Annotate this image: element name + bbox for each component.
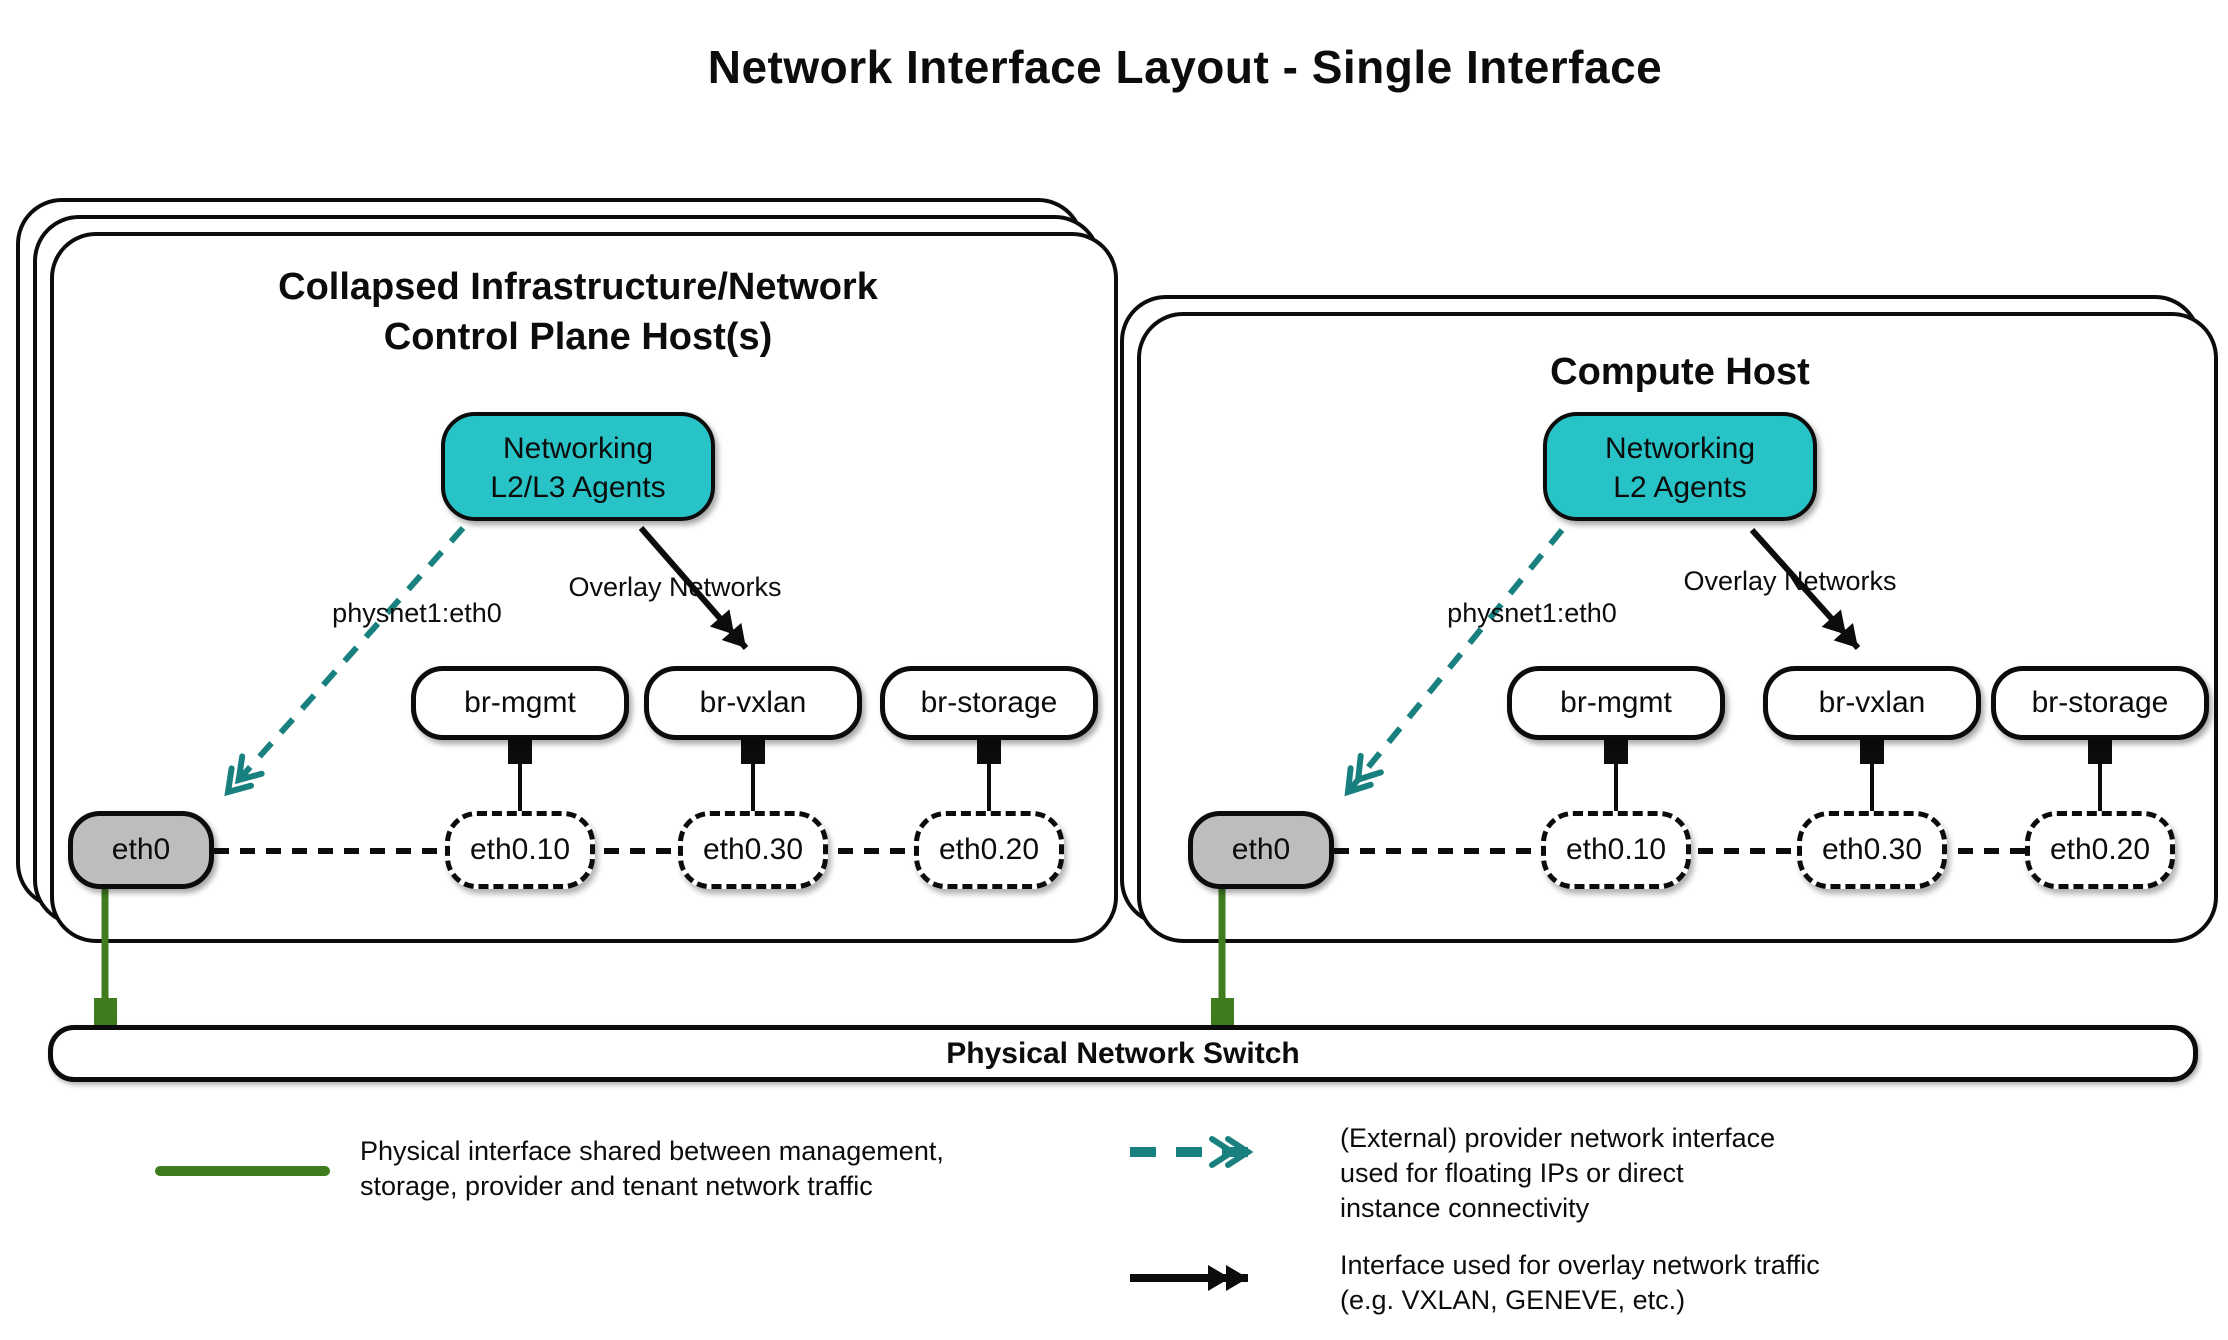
provider-arrow-right	[1344, 528, 1565, 797]
networking-agents-node-right: Networking L2 Agents	[1543, 412, 1817, 521]
legend-entry-physical-interface: Physical interface shared between manage…	[360, 1134, 944, 1204]
legend-line: Physical interface shared between manage…	[360, 1136, 944, 1166]
control-plane-host-title: Collapsed Infrastructure/Network Control…	[278, 262, 878, 362]
networking-agents-node-left: Networking L2/L3 Agents	[441, 412, 715, 521]
physical-network-switch-bar: Physical Network Switch	[48, 1025, 2198, 1082]
vlan-node-eth0-20-right: eth0.20	[2025, 811, 2175, 889]
phys-if-node-eth0-left: eth0	[68, 811, 214, 889]
compute-host-title-line1: Compute Host	[1550, 351, 1810, 393]
physical-link-right	[1211, 889, 1234, 1028]
vlan-node-eth0-10-right: eth0.10	[1541, 811, 1691, 889]
physical-network-switch-label: Physical Network Switch	[946, 1036, 1300, 1070]
agent-label-line2: L2 Agents	[1613, 471, 1747, 504]
phys-if-node-eth0-right: eth0	[1188, 811, 1334, 889]
legend-line: used for floating IPs or direct	[1340, 1158, 1684, 1188]
physical-link-left	[94, 889, 117, 1028]
legend-line: Interface used for overlay network traff…	[1340, 1250, 1820, 1280]
provider-arrow-label-left: physnet1:eth0	[332, 598, 502, 628]
vlan-node-eth0-30-left: eth0.30	[678, 811, 828, 889]
legend-line: storage, provider and tenant network tra…	[360, 1171, 873, 1201]
overlay-arrow-label-left: Overlay Networks	[568, 572, 782, 602]
control-plane-host-title-line2: Control Plane Host(s)	[383, 316, 773, 358]
agent-label-line2: L2/L3 Agents	[490, 471, 666, 504]
overlay-arrow-label-right: Overlay Networks	[1683, 566, 1897, 596]
bridge-vlan-connectors-left	[508, 740, 1001, 814]
legend-line: (e.g. VXLAN, GENEVE, etc.)	[1340, 1285, 1686, 1315]
bridge-vlan-connectors-right	[1604, 740, 2112, 814]
compute-host-title: Compute Host	[1550, 347, 1810, 397]
vlan-node-eth0-10-left: eth0.10	[445, 811, 595, 889]
legend-entry-provider-interface: (External) provider network interface us…	[1340, 1121, 1775, 1226]
legend-line: instance connectivity	[1340, 1193, 1590, 1223]
agent-label-line1: Networking	[502, 432, 654, 465]
bridge-node-br-mgmt-right: br-mgmt	[1507, 666, 1725, 740]
control-plane-host-title-line1: Collapsed Infrastructure/Network	[278, 266, 878, 308]
agent-label-line1: Networking	[1604, 432, 1756, 465]
bridge-node-br-vxlan-right: br-vxlan	[1763, 666, 1981, 740]
provider-arrow-left	[224, 526, 466, 797]
bridge-node-br-storage-left: br-storage	[880, 666, 1098, 740]
legend-entry-overlay-interface: Interface used for overlay network traff…	[1340, 1248, 1820, 1318]
legend-line: (External) provider network interface	[1340, 1123, 1776, 1153]
provider-arrow-label-right: physnet1:eth0	[1447, 598, 1617, 628]
bridge-node-br-mgmt-left: br-mgmt	[411, 666, 629, 740]
bridge-node-br-vxlan-left: br-vxlan	[644, 666, 862, 740]
page-title: Network Interface Layout - Single Interf…	[707, 41, 1663, 93]
vlan-node-eth0-30-right: eth0.30	[1797, 811, 1947, 889]
bridge-node-br-storage-right: br-storage	[1991, 666, 2209, 740]
overlay-arrow-right	[1749, 527, 1861, 651]
overlay-arrow-left	[638, 526, 749, 650]
vlan-node-eth0-20-left: eth0.20	[914, 811, 1064, 889]
